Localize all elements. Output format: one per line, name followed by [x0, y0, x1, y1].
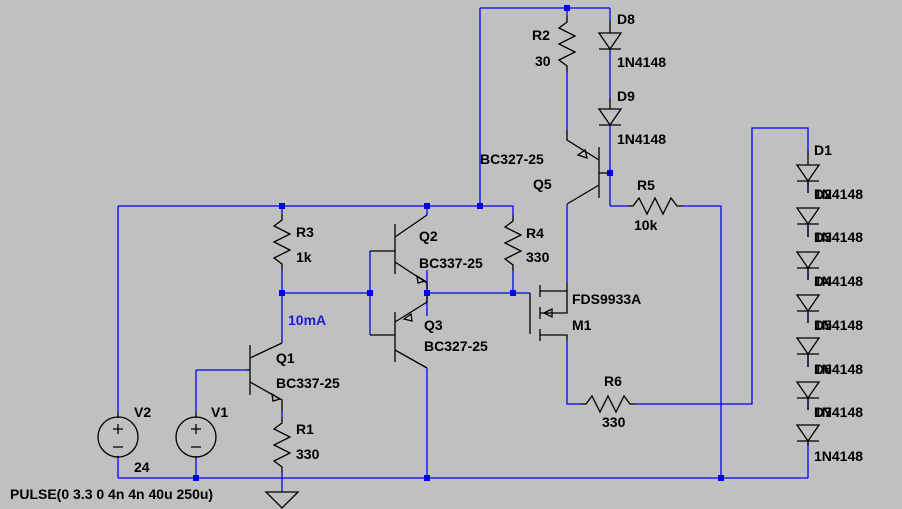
stack-ref-d2: D2	[814, 186, 832, 202]
current-annotation: 10mA	[288, 312, 326, 328]
r4-ref: R4	[526, 225, 544, 241]
stack-value-4: 1N4148	[814, 317, 863, 333]
diode-d9[interactable]: D9 1N4148	[598, 88, 666, 147]
diode-stack[interactable]: D1 D2 1N4148 D3 1N4148 D4 1N4148 D5 1N41…	[796, 142, 863, 464]
r3-value: 1k	[296, 249, 312, 265]
d8-ref: D8	[617, 11, 635, 27]
q3-ref: Q3	[424, 317, 443, 333]
r5-value: 10k	[634, 217, 658, 233]
stack-value-3: 1N4148	[814, 273, 863, 289]
v1-value: PULSE(0 3.3 0 4n 4n 40u 250u)	[10, 486, 213, 502]
d1-ref: D1	[814, 142, 832, 158]
resistor-r2[interactable]: R2 30	[532, 15, 576, 73]
q1-value: BC337-25	[276, 375, 340, 391]
stack-value-1: 1N4148	[814, 186, 863, 202]
r4-value: 330	[526, 249, 550, 265]
q2-value: BC337-25	[419, 255, 483, 271]
q5-ref: Q5	[533, 176, 552, 192]
resistor-r3[interactable]: R3 1k	[273, 213, 314, 271]
stack-ref-d6: D6	[814, 361, 832, 377]
diode-d1-symbol	[796, 164, 820, 182]
transistor-q5[interactable]: BC327-25 Q5	[480, 130, 610, 205]
junction-dots	[193, 5, 724, 481]
mosfet-m1[interactable]: FDS9933A M1	[529, 283, 641, 341]
transistor-q2[interactable]: Q2 BC337-25	[370, 214, 483, 290]
q1-ref: Q1	[276, 350, 295, 366]
transistor-q3[interactable]: Q3 BC327-25	[370, 296, 488, 369]
stack-ref-d7: D7	[814, 404, 832, 420]
r2-value: 30	[535, 53, 551, 69]
stack-value-6: 1N4148	[814, 404, 863, 420]
m1-value: FDS9933A	[572, 291, 641, 307]
r2-ref: R2	[532, 27, 550, 43]
resistor-r5[interactable]: R5 10k	[626, 177, 684, 233]
q2-ref: Q2	[419, 228, 438, 244]
v2-value: 24	[134, 459, 150, 475]
stacked-labels: D2 1N4148 D3 1N4148 D4 1N4148 D5 1N4148 …	[814, 186, 863, 464]
d9-value: 1N4148	[617, 131, 666, 147]
resistor-r1[interactable]: R1 330	[273, 416, 320, 474]
stack-value-5: 1N4148	[814, 361, 863, 377]
d8-value: 1N4148	[617, 54, 666, 70]
wires	[117, 7, 809, 492]
ground-icon	[264, 491, 300, 509]
v2-ref: V2	[134, 404, 151, 420]
resistor-r6[interactable]: R6 330	[579, 373, 637, 430]
r1-ref: R1	[296, 421, 314, 437]
r1-value: 330	[296, 446, 320, 462]
source-v2[interactable]: V2 24	[97, 404, 151, 475]
diode-d8[interactable]: D8 1N4148	[598, 11, 666, 70]
stack-ref-d5: D5	[814, 317, 832, 333]
q5-value: BC327-25	[480, 151, 544, 167]
stack-ref-d3: D3	[814, 229, 832, 245]
v1-ref: V1	[211, 404, 228, 420]
d9-ref: D9	[617, 88, 635, 104]
transistor-q1[interactable]: Q1 BC337-25	[247, 342, 340, 412]
r5-ref: R5	[637, 177, 655, 193]
stack-value-7: 1N4148	[814, 448, 863, 464]
q3-value: BC327-25	[424, 338, 488, 354]
r3-ref: R3	[296, 224, 314, 240]
source-v1[interactable]: V1 PULSE(0 3.3 0 4n 4n 40u 250u)	[10, 404, 228, 502]
stack-ref-d4: D4	[814, 273, 832, 289]
resistor-r4[interactable]: R4 330	[504, 214, 550, 272]
r6-ref: R6	[604, 373, 622, 389]
r6-value: 330	[602, 414, 626, 430]
stack-value-2: 1N4148	[814, 229, 863, 245]
m1-ref: M1	[572, 317, 592, 333]
